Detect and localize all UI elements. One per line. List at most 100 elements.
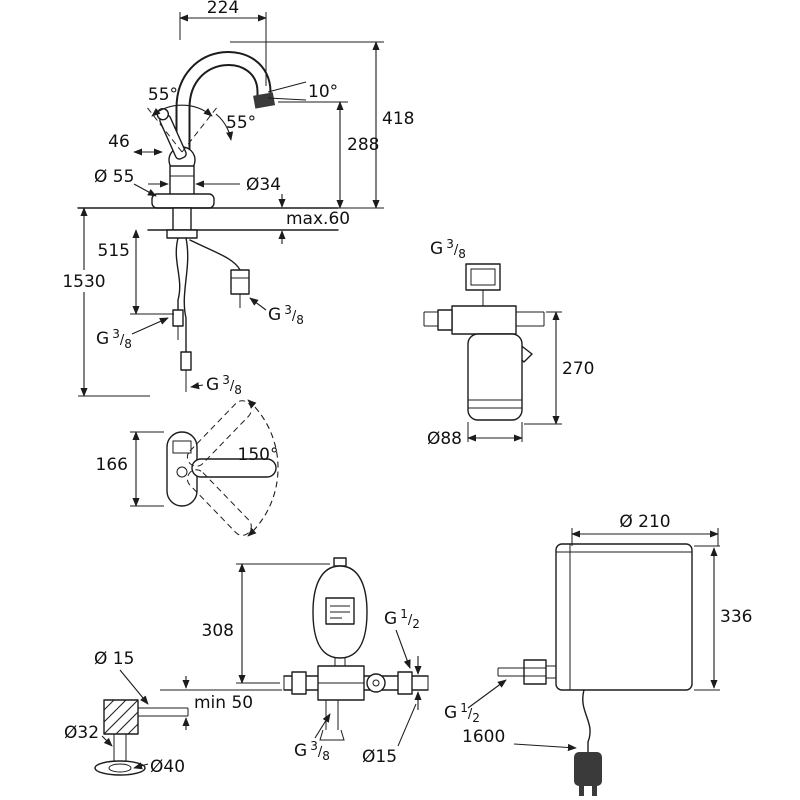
valve-handwheel-center: [372, 679, 380, 687]
leader-safety-g12: [395, 629, 411, 669]
leader-safety-g38: [314, 713, 331, 739]
inlet-nut: [523, 659, 547, 685]
spout-outlet: [253, 92, 276, 109]
dim-inlet-dia-label: Ø 15: [94, 649, 134, 669]
plug-pin-left: [579, 786, 584, 796]
thread-den: 8: [322, 749, 330, 763]
dim-lever-size-label: 46: [108, 132, 130, 152]
dim-escutcheon-dia-label: Ø40: [150, 757, 185, 777]
boiler-tank: [555, 543, 693, 691]
thread-base: G: [96, 329, 109, 349]
dim-lever-angle-a-label: 55°: [148, 85, 178, 105]
thread-num: 3: [310, 739, 318, 753]
thread-den: 2: [412, 617, 420, 631]
hatch-2: [103, 699, 127, 723]
leader-boiler-g12: [467, 679, 507, 709]
dim-hole-dia-label: Ø32: [64, 723, 99, 743]
thread-slash: /: [454, 243, 459, 258]
filter-inlet-nut: [437, 309, 453, 331]
thread-slash: /: [318, 745, 323, 760]
outlet-angle-line-1: [267, 81, 307, 93]
thread-slash: /: [292, 309, 297, 324]
label-mask: [60, 270, 108, 292]
dim-outlet-dia-label: Ø15: [362, 747, 397, 767]
dim-clearance-label: min 50: [194, 693, 253, 713]
thread-slash: /: [120, 333, 125, 348]
thread-num: 3: [222, 373, 230, 387]
lever-swivel-arc: [151, 104, 213, 117]
dim-spout-width-label: 224: [207, 0, 239, 18]
dim-deck-thickness-label: max.60: [286, 209, 350, 229]
thread-slash: /: [230, 379, 235, 394]
thread-num: 3: [446, 237, 454, 251]
thread-base: G: [444, 703, 457, 723]
hose-center-connector: [180, 351, 192, 371]
hatch-3: [103, 699, 139, 735]
thread-den: 8: [124, 337, 132, 351]
valve-handwheel: [366, 673, 386, 693]
thread-base: G: [430, 239, 443, 259]
mounting-shank: [172, 207, 192, 231]
plug-pin-right: [592, 786, 597, 796]
dim-swivel-range-label: 150°: [238, 445, 279, 465]
vessel-nipple: [333, 557, 347, 567]
dim-base-diameter-label: Ø 55: [94, 167, 134, 187]
dim-hose-total-label: 1530: [62, 272, 105, 292]
thread-den: 8: [458, 247, 466, 261]
leader-inlet-dia: [119, 669, 149, 705]
faucet-top-view: 150° 166: [96, 399, 279, 537]
leader-base-diameter: [133, 183, 157, 197]
vessel-label: [325, 597, 355, 625]
thread-slash: /: [408, 613, 413, 628]
dim-total-height-label: 418: [382, 109, 414, 129]
valve-nut-right: [397, 671, 413, 695]
thread-num: 3: [112, 327, 120, 341]
hose-left-connector: [172, 309, 184, 327]
valve-nut-left: [291, 671, 307, 695]
thread-num: 1: [460, 701, 468, 715]
top-view-base-hole: [176, 466, 188, 478]
floor-escutcheon: [94, 760, 146, 776]
leader-escutcheon-dia: [133, 762, 149, 770]
dim-hose-short-label: 515: [98, 241, 130, 261]
thread-base: G: [206, 375, 219, 395]
hose-right: [189, 239, 241, 271]
filter-display-screen: [470, 268, 496, 286]
power-plug: [574, 752, 602, 786]
thread-base: G: [268, 305, 281, 325]
thread-den: 2: [472, 711, 480, 725]
leader-thread-right: [249, 297, 267, 311]
thread-den: 8: [296, 313, 304, 327]
hatch-5: [127, 723, 139, 735]
power-cable: [582, 689, 591, 753]
filter-cartridge: [467, 333, 523, 421]
dim-base-depth-label: 166: [96, 455, 128, 475]
leader-thread-left: [131, 317, 169, 335]
dim-vessel-height-label: 308: [202, 621, 234, 641]
spout-fill: [177, 53, 270, 176]
mounting-nut: [166, 229, 198, 239]
leader-outlet-dia: [397, 703, 417, 747]
dim-cartridge-dia-label: Ø88: [427, 429, 462, 449]
check-valve: [230, 269, 250, 295]
thread-den: 8: [234, 383, 242, 397]
dim-tank-height-label: 336: [720, 607, 752, 627]
drain-funnel: [319, 729, 345, 741]
dim-outlet-height-label: 288: [347, 135, 379, 155]
leader-thread-bottom: [190, 382, 204, 390]
thread-num: 3: [284, 303, 292, 317]
dim-cable-length-label: 1600: [462, 727, 505, 747]
thread-base: G: [384, 609, 397, 629]
top-view-base-detail: [172, 440, 192, 454]
dim-filter-height-label: 270: [562, 359, 594, 379]
dim-lever-angle-b-label: 55°: [226, 113, 256, 133]
